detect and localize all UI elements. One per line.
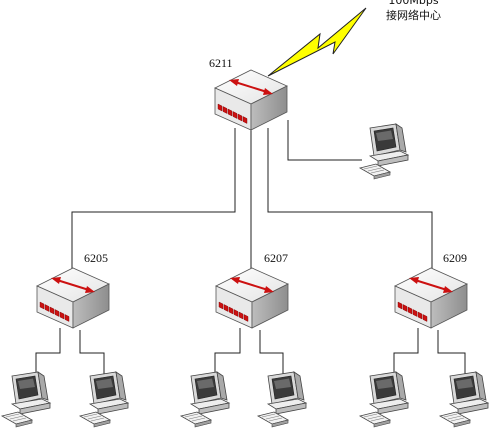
computer-icon	[257, 371, 307, 428]
link-sw2-to-pc3	[214, 328, 241, 375]
link-core-to-sw3	[267, 128, 433, 272]
link-sw3-to-pc5	[393, 328, 419, 375]
switch-6205-icon	[36, 267, 110, 329]
link-sw3-to-pc6	[437, 330, 466, 375]
computer-icon	[359, 371, 409, 428]
core-switch-icon	[214, 69, 288, 131]
links	[35, 120, 466, 375]
link-core-to-pc	[287, 120, 362, 161]
uplink-target: 接网络中心	[386, 9, 441, 22]
computer-icon	[1, 371, 51, 428]
computer-icon	[180, 371, 230, 428]
lightning-icon	[267, 7, 367, 77]
link-sw1-to-pc1	[35, 328, 61, 375]
switch-6207-label: 6207	[264, 251, 288, 265]
link-sw1-to-pc2	[79, 330, 105, 375]
switch-6209-icon	[394, 267, 468, 329]
core-switch-label: 6211	[209, 56, 233, 70]
switch-6205-label: 6205	[84, 251, 108, 265]
link-core-to-sw1	[71, 128, 236, 272]
computer-icon	[439, 371, 489, 428]
computer-icon	[359, 123, 409, 180]
uplink-label: 100Mbps 接网络中心	[386, 0, 441, 23]
computer-icon	[79, 371, 129, 428]
uplink-speed: 100Mbps	[388, 0, 439, 7]
link-sw2-to-pc4	[259, 330, 284, 375]
switch-6209-label: 6209	[443, 251, 467, 265]
switch-6207-icon	[215, 267, 289, 329]
